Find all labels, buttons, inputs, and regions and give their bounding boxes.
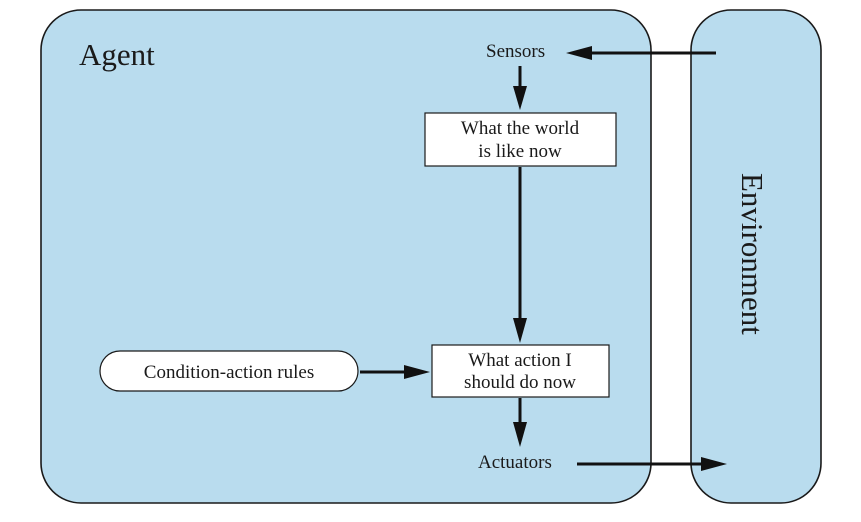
rules-to-action-arrowhead [404, 365, 430, 379]
actuators-to-environment-arrowhead [701, 457, 727, 471]
world-to-action-arrowhead [513, 318, 527, 343]
actuators-label: Actuators [478, 452, 552, 473]
action-line2: should do now [464, 372, 576, 393]
sensors-to-world-arrowhead [513, 86, 527, 110]
environment-label: Environment [735, 173, 770, 335]
environment-panel [690, 9, 822, 504]
action-box [431, 344, 610, 398]
action-to-actuators-arrowhead [513, 422, 527, 447]
agent-label: Agent [79, 37, 155, 72]
agent-panel [40, 9, 652, 504]
environment-to-sensors-arrowhead [566, 46, 592, 60]
condition-action-rules-pill [99, 350, 359, 392]
world-state-line1: What the world [461, 118, 580, 139]
world-state-box [424, 112, 617, 167]
condition-action-rules-label: Condition-action rules [144, 362, 314, 383]
world-state-line2: is like now [478, 141, 562, 162]
action-line1: What action I [468, 350, 571, 371]
sensors-label: Sensors [486, 41, 545, 62]
